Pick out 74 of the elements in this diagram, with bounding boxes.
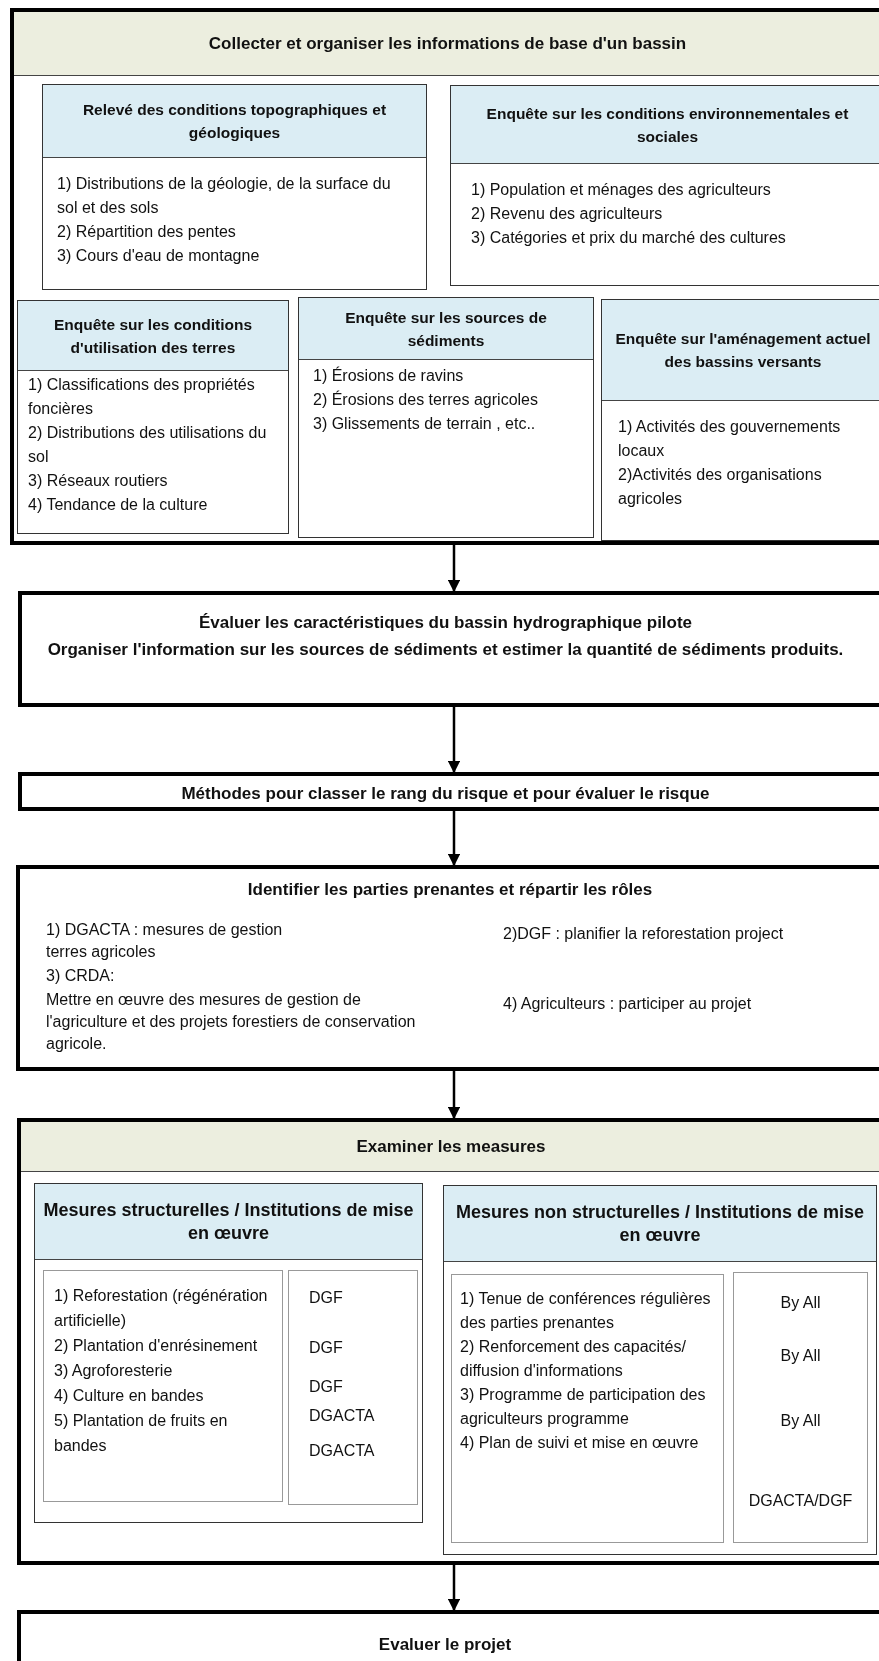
box-heading: Mesures structurelles / Institutions de mise en œuvre (35, 1184, 422, 1260)
list-item: 1) Érosions de ravins (312, 365, 465, 386)
arrow (447, 811, 461, 867)
list-item: 2) Distributions des utilisations du sol (27, 423, 268, 467)
box-title: Évaluer les caractéristiques du bassin hydrographique pilote (197, 612, 694, 634)
process-box (18, 591, 879, 707)
process-box (18, 772, 879, 811)
box-title: Identifier les parties prenantes et répartir les rôles (246, 879, 654, 901)
column-box (288, 1270, 418, 1505)
list-box (451, 1274, 724, 1543)
institution-label: DGF (309, 1288, 344, 1308)
box-heading: Mesures non structurelles / Institutions de mise en œuvre (444, 1186, 876, 1262)
list-item: 2)Activités des organisations agricoles (617, 465, 823, 509)
list-item: Mettre en œuvre des mesures de gestion de l'agriculture et des projets forestiers de conservation agricole. (46, 990, 417, 1054)
list-item: 1) Reforestation (régénération artificielle) (53, 1286, 269, 1331)
list-item: 3) Réseaux routiers (27, 471, 169, 491)
survey-box (450, 85, 879, 286)
box-heading: Enquête sur les conditions d'utilisation des terres (18, 301, 288, 371)
box-heading: Enquête sur les sources de sédiments (299, 298, 593, 360)
process-box (17, 1610, 879, 1661)
box-title: Evaluer le projet (377, 1634, 513, 1656)
list-item: 5) Plantation de fruits en bandes (53, 1411, 229, 1456)
box-heading: Enquête sur les conditions environnementales et sociales (451, 86, 879, 164)
list-item: 3) Agroforesterie (53, 1361, 174, 1381)
list-item: 1) DGACTA : mesures de gestion terres agricoles (46, 920, 284, 962)
list-item: 4) Agriculteurs : participer au projet (503, 994, 753, 1014)
institution-label: DGF (309, 1377, 344, 1397)
list-item: 2) Répartition des pentes (56, 222, 237, 242)
list-item: 3) CRDA: (46, 966, 116, 986)
survey-box (42, 84, 427, 290)
list-item: 3) Glissements de terrain , etc.. (312, 414, 537, 434)
survey-box (17, 300, 289, 534)
list-item: 3) Cours d'eau de montagne (56, 246, 261, 266)
list-item: 1) Activités des gouvernements locaux (617, 417, 842, 461)
survey-box (298, 297, 594, 538)
institution-label: DGF (309, 1338, 344, 1358)
list-item: 3) Programme de participation des agriculteurs programme (459, 1385, 707, 1429)
list-item: 3) Catégories et prix du marché des cultures (470, 228, 787, 248)
arrow (447, 707, 461, 774)
list-item: 1) Classifications des propriétés foncières (27, 375, 256, 419)
survey-box (601, 299, 879, 541)
list-box (43, 1270, 283, 1502)
list-item: 2) Renforcement des capacités/ diffusion d'informations (459, 1337, 687, 1381)
institution-label: By All (779, 1346, 822, 1366)
section-box (10, 8, 879, 545)
list-item: 2) Revenu des agriculteurs (470, 204, 664, 224)
institution-label: By All (779, 1411, 822, 1431)
list-item: 2)DGF : planifier la reforestation project (503, 924, 785, 944)
institution-label: DGACTA/DGF (747, 1491, 854, 1511)
list-item: 1) Distributions de la géologie, de la surface du sol et des sols (56, 174, 392, 218)
list-item: 2) Érosions des terres agricoles (312, 389, 539, 410)
box-heading: Examiner les measures (21, 1122, 879, 1172)
institution-label: By All (779, 1293, 822, 1313)
arrow (447, 545, 461, 593)
measures-panel (34, 1183, 423, 1523)
list-item: 4) Tendance de la culture (27, 495, 209, 515)
list-item: 1) Tenue de conférences régulières des parties prenantes (459, 1289, 712, 1333)
column-box (733, 1272, 868, 1543)
process-box (16, 865, 879, 1071)
list-item: 4) Culture en bandes (53, 1386, 205, 1406)
section-box (17, 1118, 879, 1565)
measures-panel (443, 1185, 877, 1555)
list-item: 1) Population et ménages des agriculteurs (470, 180, 772, 200)
list-item: 2) Plantation d'enrésinement (53, 1336, 259, 1356)
arrow (447, 1071, 461, 1120)
box-title: Organiser l'information sur les sources de sédiments et estimer la quantité de sédiments produits. (46, 639, 845, 661)
institution-label: DGACTA (309, 1406, 376, 1426)
box-heading: Collecter et organiser les informations de base d'un bassin (14, 12, 879, 76)
institution-label: DGACTA (309, 1441, 376, 1461)
arrow (447, 1565, 461, 1612)
box-heading: Relevé des conditions topographiques et géologiques (43, 85, 426, 158)
box-heading: Enquête sur l'aménagement actuel des bassins versants (602, 300, 879, 401)
box-title: Méthodes pour classer le rang du risque et pour évaluer le risque (180, 783, 711, 805)
list-item: 4) Plan de suivi et mise en œuvre (459, 1433, 700, 1453)
